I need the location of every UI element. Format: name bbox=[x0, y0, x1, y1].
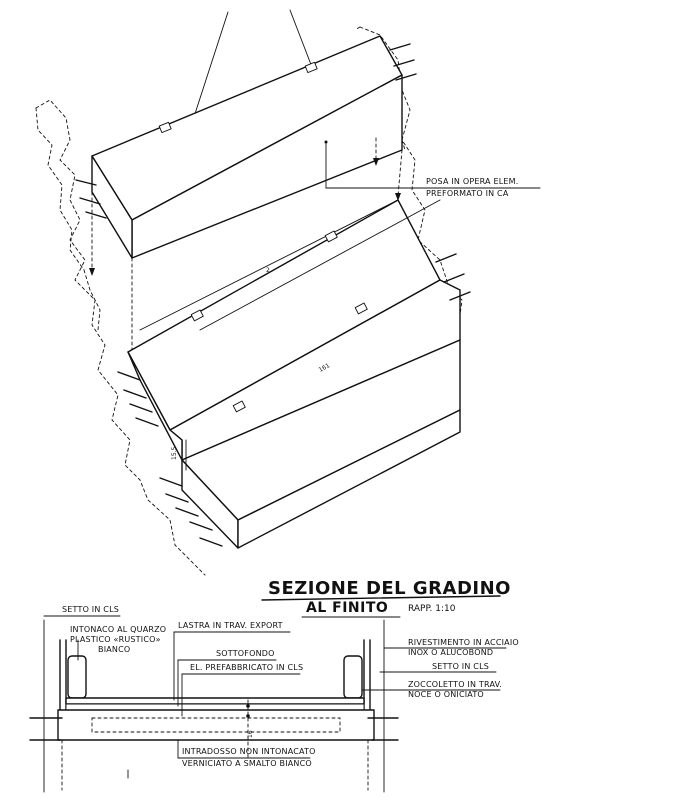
section-view: 16 bbox=[29, 615, 507, 793]
dim-length: 161 bbox=[318, 362, 332, 374]
drawing-title: SEZIONE DEL GRADINO bbox=[268, 578, 511, 599]
dim-height: 15.5 bbox=[171, 446, 178, 460]
top-step-block bbox=[91, 35, 403, 259]
label-rivestimento-2: INOX O ALUCOBOND bbox=[408, 648, 493, 657]
label-prefabbricato: EL. PREFABBRICATO IN CLS bbox=[190, 663, 303, 672]
dim-thickness: 16 bbox=[247, 730, 254, 738]
label-rivestimento-1: RIVESTIMENTO IN ACCIAIO bbox=[408, 638, 519, 647]
descent-arrows bbox=[89, 137, 403, 351]
label-zoccoletto-2: NOCE O ONICIATO bbox=[408, 690, 484, 699]
label-setto-left: SETTO IN CLS bbox=[62, 605, 119, 614]
label-intonaco-3: BIANCO bbox=[98, 645, 130, 654]
label-sottofondo: SOTTOFONDO bbox=[216, 649, 275, 658]
dim-small: 2 bbox=[266, 267, 270, 274]
skirting-left bbox=[67, 655, 87, 699]
label-intonaco-2: PLASTICO «RUSTICO» bbox=[70, 635, 161, 644]
lower-step-block bbox=[181, 339, 461, 549]
title-block: SEZIONE DEL GRADINO AL FINITO RAPP. 1:10 bbox=[261, 578, 511, 618]
left-wall-outline bbox=[35, 99, 206, 576]
label-zoccoletto-1: ZOCCOLETTO IN TRAV. bbox=[408, 680, 502, 689]
callout-leader bbox=[324, 140, 541, 189]
label-lastra: LASTRA IN TRAV. EXPORT bbox=[178, 621, 283, 630]
callout-label-2: PREFORMATO IN CA bbox=[426, 189, 509, 198]
rebar-stubs-lower bbox=[117, 253, 471, 547]
screed bbox=[65, 703, 365, 711]
label-intonaco-1: INTONACO AL QUARZO bbox=[70, 625, 166, 634]
skirting-right bbox=[343, 655, 363, 699]
label-intradosso-1: INTRADOSSO NON INTONACATO bbox=[182, 747, 316, 756]
isometric-dimensions bbox=[185, 199, 441, 471]
drawing-scale: RAPP. 1:10 bbox=[408, 604, 456, 614]
label-intradosso-2: VERNICIATO A SMALTO BIANCO bbox=[182, 759, 312, 768]
isometric-view: POSA IN OPERA ELEM. PREFORMATO IN CA bbox=[35, 9, 541, 576]
drawing-subtitle: AL FINITO bbox=[306, 600, 388, 616]
callout-label-1: POSA IN OPERA ELEM. bbox=[426, 177, 519, 186]
marble-slab bbox=[65, 697, 365, 705]
rebar-stubs-top bbox=[75, 43, 417, 219]
label-setto-right: SETTO IN CLS bbox=[432, 662, 489, 671]
